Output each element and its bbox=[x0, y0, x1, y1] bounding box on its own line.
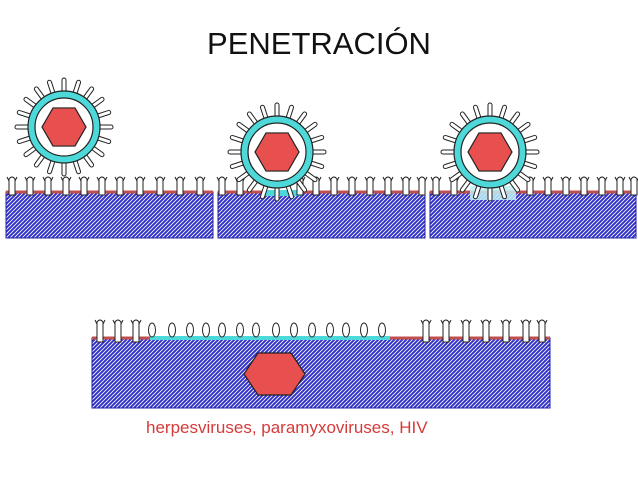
glycoprotein-oval bbox=[168, 322, 176, 338]
membrane-receptor-icon bbox=[382, 176, 394, 196]
glycoprotein-oval bbox=[342, 322, 350, 338]
membrane-receptor-icon bbox=[560, 176, 572, 196]
cell-panel-3 bbox=[429, 191, 637, 239]
membrane-receptor-icon bbox=[154, 176, 166, 196]
membrane-receptor-icon bbox=[500, 319, 512, 343]
virus-caption: herpesviruses, paramyxoviruses, HIV bbox=[146, 418, 428, 437]
membrane-receptor-icon bbox=[460, 319, 472, 343]
fused-envelope-strip bbox=[150, 336, 390, 340]
bottom-receptors bbox=[94, 319, 548, 343]
cell-panel-1 bbox=[5, 191, 214, 239]
membrane-receptor-icon bbox=[578, 176, 590, 196]
cell-panel-2 bbox=[217, 191, 426, 239]
virions bbox=[14, 77, 540, 202]
membrane-receptor-icon bbox=[440, 319, 452, 343]
hexagon-capsid-icon bbox=[467, 132, 513, 172]
membrane-receptor-icon bbox=[364, 176, 376, 196]
top-cell-panels bbox=[5, 186, 637, 239]
membrane-receptor-icon bbox=[24, 176, 36, 196]
glycoprotein-oval bbox=[218, 322, 226, 338]
membrane-receptor-icon bbox=[346, 176, 358, 196]
membrane-receptor-icon bbox=[96, 176, 108, 196]
glycoprotein-oval bbox=[236, 322, 244, 338]
glycoprotein-oval bbox=[326, 322, 334, 338]
membrane-receptor-icon bbox=[174, 176, 186, 196]
membrane-receptor-icon bbox=[536, 319, 548, 343]
membrane-receptor-icon bbox=[42, 176, 54, 196]
fusion-patch-2 bbox=[262, 190, 302, 196]
glycoprotein-oval bbox=[252, 322, 260, 338]
membrane-receptor-icon bbox=[614, 176, 626, 196]
enveloped-virus-icon bbox=[227, 102, 327, 202]
glycoprotein-oval bbox=[378, 322, 386, 338]
membrane-receptor-icon bbox=[216, 176, 228, 196]
membrane-receptor-icon bbox=[420, 319, 432, 343]
top-receptors bbox=[6, 176, 638, 196]
membrane-receptor-icon bbox=[520, 319, 532, 343]
glycoprotein-oval bbox=[148, 322, 156, 338]
membrane-receptor-icon bbox=[628, 176, 638, 196]
membrane-receptor-icon bbox=[400, 176, 412, 196]
membrane-receptor-icon bbox=[480, 319, 492, 343]
membrane-receptor-icon bbox=[430, 176, 442, 196]
membrane-receptor-icon bbox=[94, 319, 106, 343]
cell-panel-bottom bbox=[91, 337, 551, 409]
membrane-receptor-icon bbox=[596, 176, 608, 196]
released-capsid-icon bbox=[243, 352, 306, 396]
glycoprotein-oval bbox=[360, 322, 368, 338]
membrane-receptor-icon bbox=[112, 319, 124, 343]
membrane-receptor-icon bbox=[130, 319, 142, 343]
membrane-receptor-icon bbox=[194, 176, 206, 196]
enveloped-virus-icon bbox=[440, 102, 540, 202]
membrane-receptor-icon bbox=[6, 176, 18, 196]
glycoprotein-oval bbox=[202, 322, 210, 338]
membrane-receptor-icon bbox=[328, 176, 340, 196]
enveloped-virus-icon bbox=[14, 77, 114, 177]
hexagon-capsid-icon bbox=[41, 107, 87, 147]
membrane-receptor-icon bbox=[542, 176, 554, 196]
bottom-cell-panel bbox=[91, 336, 551, 409]
membrane-receptor-icon bbox=[134, 176, 146, 196]
slide-title: PENETRACIÓN bbox=[207, 26, 431, 61]
glycoprotein-oval bbox=[272, 322, 280, 338]
glycoprotein-oval bbox=[290, 322, 298, 338]
membrane-receptor-icon bbox=[114, 176, 126, 196]
membrane-receptor-icon bbox=[60, 176, 72, 196]
glycoprotein-oval bbox=[308, 322, 316, 338]
glycoprotein-oval bbox=[186, 322, 194, 338]
membrane-receptor-icon bbox=[416, 176, 428, 196]
membrane-receptor-icon bbox=[78, 176, 90, 196]
glycoprotein-ovals bbox=[148, 322, 386, 338]
hexagon-capsid-icon bbox=[254, 132, 300, 172]
